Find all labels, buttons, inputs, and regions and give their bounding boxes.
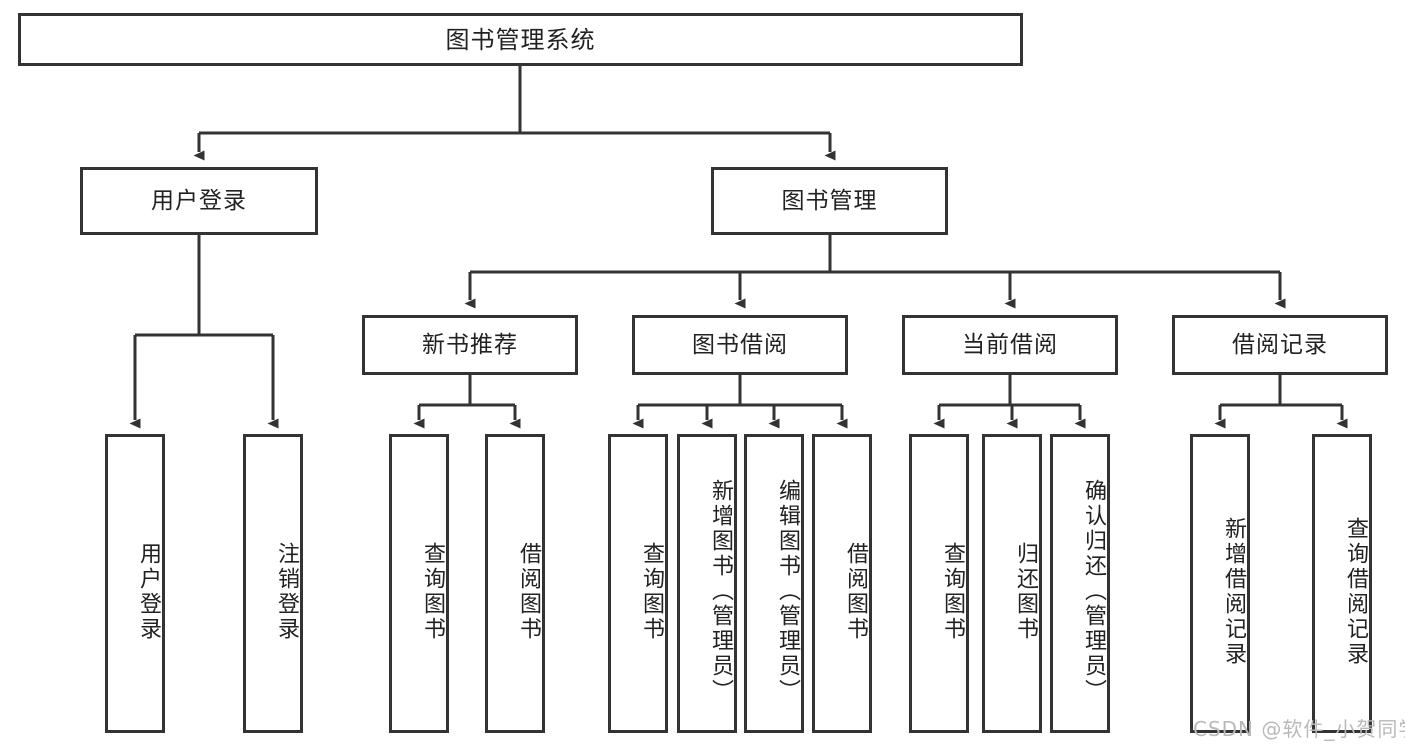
node-borrow-record[interactable]: 借阅记录 [1172,315,1388,375]
leaf-add-book-admin[interactable]: 新增图书（管理员） [677,434,737,733]
node-label: 当前借阅 [962,331,1058,358]
leaf-logout[interactable]: 注销登录 [243,434,303,733]
node-label: 确认归还（管理员） [1081,479,1106,704]
node-label: 归还图书 [1013,541,1038,642]
leaf-query-book-newbook[interactable]: 查询图书 [389,434,449,733]
csdn-watermark: CSDN @软件_小贺同学 [1193,717,1405,741]
node-book-borrow[interactable]: 图书借阅 [632,315,848,375]
node-current-borrow[interactable]: 当前借阅 [902,315,1118,375]
node-label: 新增图书（管理员） [708,479,733,704]
node-label: 新书推荐 [422,331,518,358]
node-label: 新增借阅记录 [1221,516,1246,667]
node-label: 查询图书 [940,541,965,642]
node-label: 注销登录 [274,541,299,642]
leaf-add-borrow-record[interactable]: 新增借阅记录 [1190,434,1250,733]
leaf-query-book-current[interactable]: 查询图书 [909,434,969,733]
node-label: 查询借阅记录 [1343,516,1368,667]
leaf-user-login[interactable]: 用户登录 [105,434,165,733]
leaf-borrow-book[interactable]: 借阅图书 [812,434,872,733]
leaf-query-book-borrow[interactable]: 查询图书 [608,434,668,733]
node-label: 借阅图书 [843,541,868,642]
node-book-management[interactable]: 图书管理 [711,167,948,235]
node-label: 借阅图书 [516,541,541,642]
leaf-borrow-book-newbook[interactable]: 借阅图书 [485,434,545,733]
leaf-edit-book-admin[interactable]: 编辑图书（管理员） [744,434,804,733]
node-user-login[interactable]: 用户登录 [80,167,318,235]
node-label: 用户登录 [136,541,161,642]
node-label: 用户登录 [151,187,247,214]
node-root-book-management-system[interactable]: 图书管理系统 [18,13,1023,66]
leaf-query-borrow-record[interactable]: 查询借阅记录 [1312,434,1372,733]
node-label: 图书管理 [781,187,878,214]
node-label: 借阅记录 [1232,331,1328,358]
node-label: 图书管理系统 [445,25,596,54]
node-label: 编辑图书（管理员） [775,479,800,704]
leaf-confirm-return-admin[interactable]: 确认归还（管理员） [1050,434,1110,733]
node-label: 图书借阅 [692,331,788,358]
leaf-return-book[interactable]: 归还图书 [982,434,1042,733]
node-new-book-recommendation[interactable]: 新书推荐 [362,315,578,375]
node-label: 查询图书 [420,541,445,642]
node-label: 查询图书 [639,541,664,642]
